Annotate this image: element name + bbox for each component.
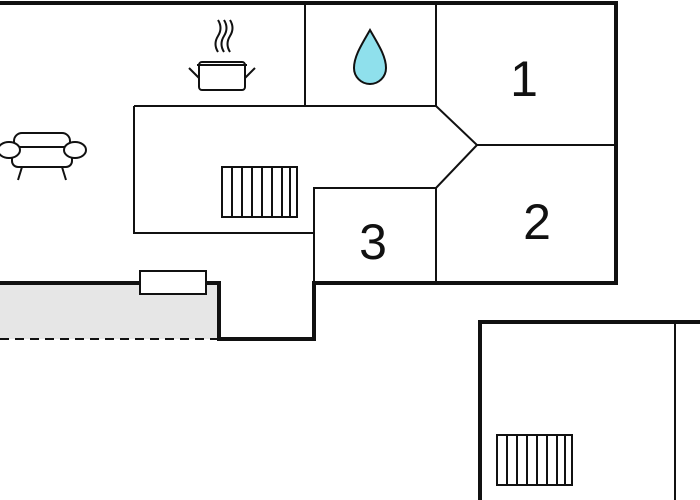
staircase-icon <box>221 166 298 218</box>
radiator-icon <box>496 434 573 486</box>
room-label-3: 3 <box>359 214 387 270</box>
cooking-pot-icon <box>188 19 256 91</box>
water-drop-icon <box>352 27 388 85</box>
window-frame <box>139 270 207 295</box>
interior-walls <box>133 3 616 283</box>
sofa-icon <box>0 132 87 181</box>
room-label-2: 2 <box>523 194 551 250</box>
room-label-1: 1 <box>510 51 538 107</box>
annex-building-walls <box>478 320 700 500</box>
main-building-walls <box>0 1 618 341</box>
